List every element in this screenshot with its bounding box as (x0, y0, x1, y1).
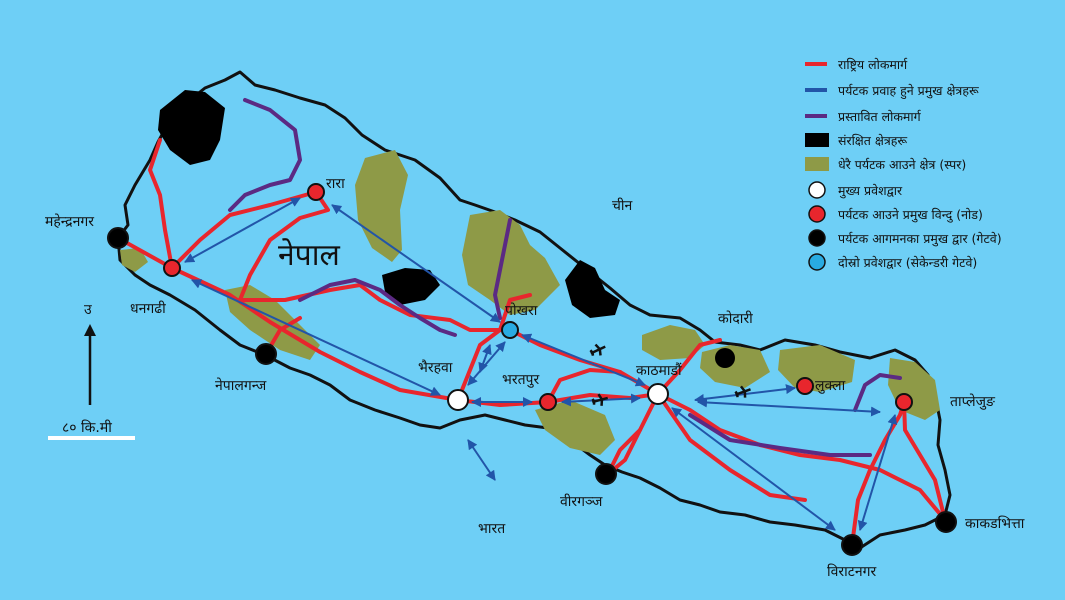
node-marker-bharatpur (539, 393, 557, 411)
protected-area-annapurna (565, 260, 620, 318)
flow-taplejung-biratnagar (857, 414, 898, 531)
label-rara: रारा (326, 176, 345, 192)
label-pokhara: पोखरा (505, 302, 538, 319)
protected-area-langtang-dot (715, 348, 735, 368)
tourist-area-kodari (642, 325, 705, 360)
flow-bhairahawa-india (467, 439, 496, 481)
flow-rara-pokhara (331, 204, 501, 323)
tourist-area-everest (778, 345, 855, 392)
country-label: नेपाल (278, 238, 340, 273)
legend-swatch-gateway (808, 229, 826, 247)
legend-label: संरक्षित क्षेत्रहरू (838, 133, 907, 148)
legend-label: पर्यटक प्रवाह हुने प्रमुख क्षेत्रहरू (838, 83, 979, 99)
flow-kathmandu-taplejung (697, 397, 881, 417)
label-nepalganj: नेपालगन्ज (215, 377, 267, 394)
gateway-marker-mahendranagar (107, 227, 129, 249)
north-label: उ (84, 302, 92, 318)
node-marker-lukla (796, 377, 814, 395)
legend-label: प्रस्तावित लोकमार्ग (838, 109, 922, 124)
node-markers (107, 183, 957, 556)
scale-label: ८० कि.मी (62, 419, 112, 436)
label-birgunj: वीरगञ्ज (560, 493, 603, 510)
label-lukla: लुक्ला (815, 378, 846, 394)
label-kodari: कोदारी (718, 310, 753, 327)
legend-swatch-node (808, 205, 826, 223)
legend-label: दोस्रो प्रवेशद्वार (सेकेन्डरी गेटवे) (838, 255, 977, 270)
node-marker-dhangadhi (163, 259, 181, 277)
airplane-icons (589, 343, 751, 406)
legend: राष्ट्रिय लोकमार्ग पर्यटक प्रवाह हुने प्… (805, 57, 1002, 271)
legend-label: धेरै पर्यटक आउने क्षेत्र (स्पर) (838, 157, 966, 172)
legend-swatch-main-entry (808, 181, 826, 199)
legend-label: राष्ट्रिय लोकमार्ग (838, 57, 908, 72)
legend-swatch-secondary-gateway (808, 253, 826, 271)
label-mahendranagar: महेन्द्रनगर (45, 213, 94, 230)
flow-pokhara-bharatpur (478, 344, 492, 373)
flow-dhangadhi-rara (184, 197, 301, 263)
protected-area-far-west (158, 90, 225, 165)
highway-araniko (656, 338, 722, 396)
legend-label: पर्यटक आउने प्रमुख विन्दु (नोड) (838, 207, 983, 223)
legend-label: मुख्य प्रवेशद्वार (838, 183, 903, 199)
proposed-highway-far-west (228, 98, 302, 212)
label-bhairahawa: भैरहवा (418, 359, 453, 376)
airplane-icon (591, 393, 609, 406)
label-kakarbhitta: काकडभित्ता (965, 515, 1025, 532)
label-biratnagar: विराटनगर (827, 563, 876, 580)
highway-far-west-north (148, 138, 174, 270)
main-entry-marker-bhairahawa (447, 389, 469, 411)
gateway-marker-nepalganj (255, 343, 277, 365)
node-marker-taplejung (895, 393, 913, 411)
label-india: भारत (478, 521, 506, 537)
label-taplejung: ताप्लेजुङ (950, 393, 996, 410)
highway-mechi (902, 400, 947, 522)
flow-kathmandu-biratnagar (671, 407, 836, 531)
gateway-marker-biratnagar (841, 534, 863, 556)
legend-label: पर्यटक आगमनका प्रमुख द्वार (गेटवे) (838, 231, 1002, 247)
node-marker-rara (307, 183, 325, 201)
label-dhangadhi: धनगढी (130, 300, 166, 317)
gateway-marker-birgunj (595, 463, 617, 485)
gateway-marker-kakarbhitta (935, 511, 957, 533)
label-china: चीन (612, 197, 633, 214)
secondary-gateway-marker-pokhara (501, 321, 519, 339)
north-arrowhead-icon (84, 324, 96, 336)
tourist-area-chitwan (535, 400, 615, 455)
proposed-highway-north-east (853, 373, 902, 412)
main-entry-marker-kathmandu (647, 383, 669, 405)
flow-dhangadhi-bhairahawa (191, 279, 441, 396)
legend-swatch-tourist-area (805, 157, 829, 171)
label-kathmandu: काठमाडौं (636, 362, 682, 379)
label-bharatpur: भरतपुर (502, 372, 539, 388)
flow-pokhara-kathmandu (521, 333, 646, 387)
tourist-area-far-west (120, 248, 148, 272)
airplane-icon (734, 385, 751, 398)
tourist-flow-layer (184, 197, 898, 531)
highway-tribhuvan (606, 392, 660, 476)
airplane-icon (589, 343, 606, 356)
legend-swatch-protected (805, 133, 829, 147)
